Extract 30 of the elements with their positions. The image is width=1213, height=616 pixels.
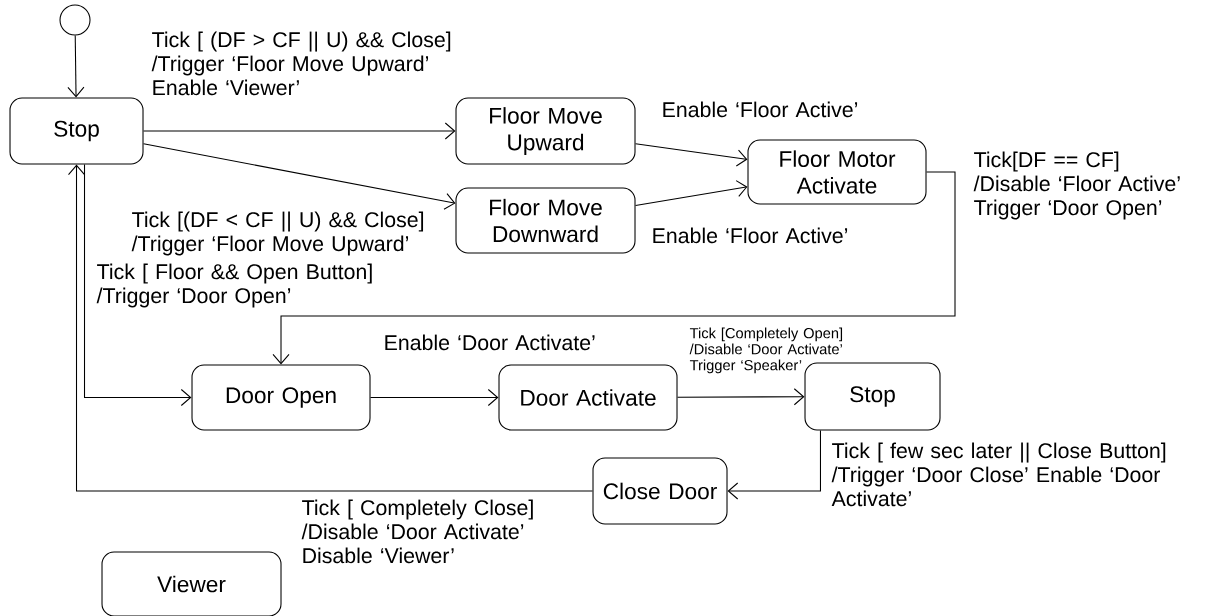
initial-state-circle — [59, 4, 91, 36]
arrow — [727, 430, 821, 500]
state-box: Stop — [804, 362, 941, 431]
state-box: Door Open — [191, 364, 371, 431]
arrow — [272, 171, 956, 365]
arrow — [635, 143, 748, 167]
state-box: Floor Move Upward — [455, 97, 636, 165]
arrow — [635, 180, 748, 207]
edge-label: Tick[DF == CF] /Disable ‘Floor Active’ Trigger ‘Door Open’ — [973, 151, 1180, 220]
arrow — [67, 35, 85, 98]
edge-label: Enable ‘Door Activate’ — [385, 334, 595, 351]
edge-label: Enable ‘Floor Active’ — [653, 227, 848, 244]
state-box: Stop — [9, 97, 144, 165]
arrow — [677, 388, 805, 406]
edge-label: Tick [ (DF > CF || U) && Close] /Trigger ‘Floor Move Upward’ Enable ‘Viewer’ — [151, 31, 451, 96]
edge-label: Tick [ few sec later || Close Button] /Trigger ‘Door Close’ Enable ‘Door Activate’ — [831, 442, 1166, 507]
arrow — [83, 164, 192, 407]
arrow — [370, 388, 499, 407]
edge-label: Tick [ Floor && Open Button] /Trigger ‘Door Open’ — [96, 263, 372, 308]
state-box: Close Door — [592, 457, 728, 525]
edge-label: Enable ‘Floor Active’ — [663, 101, 858, 118]
arrow — [67, 164, 593, 492]
state-box: Door Activate — [498, 364, 678, 431]
edge-label: Tick [ Completely Close] /Disable ‘Door Activate’ Disable ‘Viewer’ — [301, 499, 533, 564]
state-box: Floor Move Downward — [455, 187, 636, 254]
arrow — [143, 143, 456, 210]
state-box: Floor Motor Activate — [747, 139, 927, 205]
arrow — [143, 122, 456, 140]
state-box: Viewer — [101, 551, 282, 616]
edge-label: Tick [(DF < CF || U) && Close] /Trigger ‘Floor Move Upward’ — [131, 211, 424, 256]
